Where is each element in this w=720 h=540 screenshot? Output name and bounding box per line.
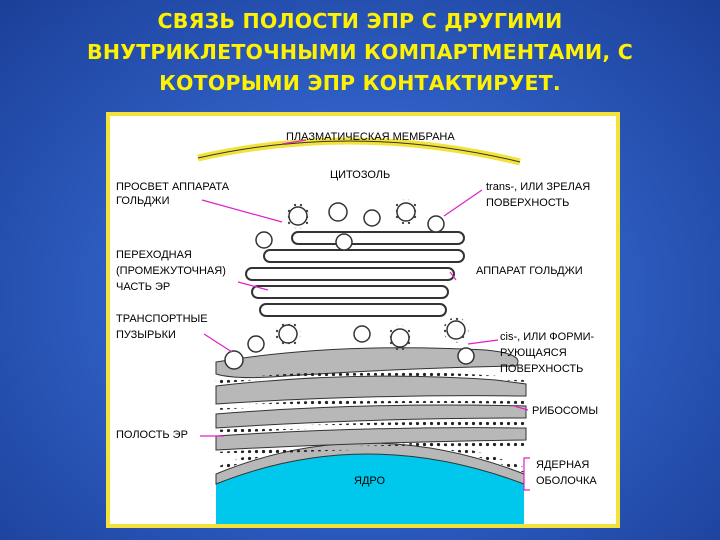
leader-lines bbox=[200, 139, 529, 437]
ribosome-row-1 bbox=[215, 371, 527, 384]
golgi-cisterna-2 bbox=[263, 249, 465, 263]
title-line-1: СВЯЗЬ ПОЛОСТИ ЭПР С ДРУГИМИ bbox=[157, 9, 563, 33]
label-transport-1: ТРАНСПОРТНЫЕ bbox=[116, 313, 208, 325]
label-er-cavity: ПОЛОСТЬ ЭР bbox=[116, 429, 188, 441]
label-transitional-1: ПЕРЕХОДНАЯ bbox=[116, 249, 192, 261]
label-trans-2: ПОВЕРХНОСТЬ bbox=[486, 197, 569, 209]
nucleus-shape bbox=[216, 454, 524, 524]
ribosome-row-4 bbox=[215, 442, 527, 456]
golgi-er-diagram: ПЛАЗМАТИЧЕСКАЯ МЕМБРАНА ЦИТОЗОЛЬ ПРОСВЕТ… bbox=[106, 112, 620, 528]
label-trans-1: trans-, ИЛИ ЗРЕЛАЯ bbox=[486, 181, 590, 193]
transport-vesicles bbox=[224, 202, 475, 370]
golgi-cisternae bbox=[245, 231, 465, 317]
label-nuclear-envelope-2: ОБОЛОЧКА bbox=[536, 475, 597, 487]
golgi-cisterna-5 bbox=[259, 303, 447, 317]
ribosome-row-3 bbox=[215, 421, 527, 434]
label-nuclear-envelope-1: ЯДЕРНАЯ bbox=[536, 459, 589, 471]
label-nucleus: ЯДРО bbox=[354, 475, 385, 487]
label-transport-2: ПУЗЫРЬКИ bbox=[116, 329, 176, 341]
plasma-membrane-edge bbox=[197, 140, 521, 163]
label-golgi-lumen-1: ПРОСВЕТ АППАРАТА bbox=[116, 181, 230, 193]
ribosome-row-2 bbox=[215, 398, 527, 410]
er-membranes bbox=[215, 347, 527, 451]
er-sheet-4 bbox=[215, 427, 527, 451]
label-transitional-2: (ПРОМЕЖУТОЧНАЯ) bbox=[116, 265, 226, 277]
label-transitional-3: ЧАСТЬ ЭР bbox=[116, 281, 170, 293]
label-plasma-membrane: ПЛАЗМАТИЧЕСКАЯ МЕМБРАНА bbox=[286, 131, 455, 143]
golgi-cisterna-1 bbox=[291, 231, 465, 245]
label-cytosol: ЦИТОЗОЛЬ bbox=[330, 169, 390, 181]
label-ribosomes: РИБОСОМЫ bbox=[532, 405, 598, 417]
er-sheet-3 bbox=[215, 404, 527, 429]
er-sheet-2 bbox=[215, 375, 527, 405]
title-line-3: КОТОРЫМИ ЭПР КОНТАКТИРУЕТ. bbox=[159, 71, 561, 95]
title-line-2: ВНУТРИКЛЕТОЧНЫМИ КОМПАРТМЕНТАМИ, С bbox=[87, 40, 633, 64]
vesicle-coats bbox=[275, 199, 469, 351]
label-cis-2: РУЮЩАЯСЯ bbox=[500, 347, 567, 359]
label-golgi-lumen-2: ГОЛЬДЖИ bbox=[116, 195, 169, 207]
golgi-cisterna-4 bbox=[251, 285, 449, 299]
envelope-bracket bbox=[523, 457, 530, 491]
slide-title: СВЯЗЬ ПОЛОСТИ ЭПР С ДРУГИМИ ВНУТРИКЛЕТОЧ… bbox=[0, 6, 720, 99]
diagram-svg: ПЛАЗМАТИЧЕСКАЯ МЕМБРАНА ЦИТОЗОЛЬ ПРОСВЕТ… bbox=[106, 112, 620, 528]
golgi-cisterna-3 bbox=[245, 267, 455, 281]
label-cis-3: ПОВЕРХНОСТЬ bbox=[500, 363, 583, 375]
label-golgi-apparatus: АППАРАТ ГОЛЬДЖИ bbox=[476, 265, 583, 277]
er-ribosome-rows bbox=[215, 371, 527, 456]
label-cis-1: cis-, ИЛИ ФОРМИ- bbox=[500, 331, 595, 343]
